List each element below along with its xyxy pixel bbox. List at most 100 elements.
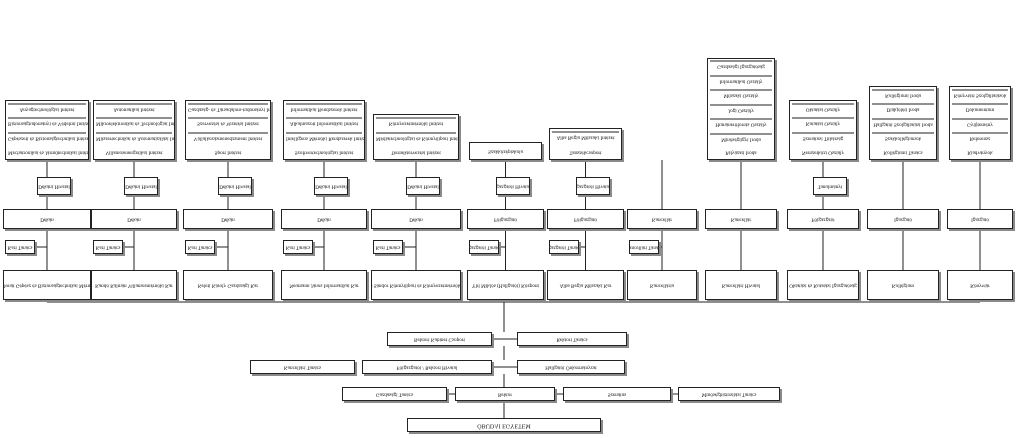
- gazdasagi-tanacs-box: Gazdasági Tanács: [342, 387, 447, 401]
- council-box: Igazgatói Tanács: [469, 240, 499, 254]
- institutes-box-text: Gazdaság- és Társadalom-tudományi Intéze…: [188, 103, 270, 114]
- dean-box-text: Dékán: [409, 216, 423, 223]
- institutes-box-text: Kollégiumi Iroda: [872, 89, 934, 100]
- institutes-box-text: Gépészeti és Biztonságtechnikai Intézet: [8, 133, 88, 143]
- faculty-box-text: Kancellári Hivatal: [721, 282, 761, 289]
- institutes-box-text: Diákjóléti Iroda: [872, 104, 934, 114]
- institutes-box-text: Humánerőforrás Osztály: [710, 119, 772, 129]
- institutes-box-text: Szakközépiskola: [488, 148, 523, 155]
- faculty-box: Rejtő Sándor Könnyűipari és Környezetmér…: [371, 270, 461, 300]
- office-box: Dékáni Hivatal: [406, 177, 440, 195]
- dean-box-text: Igazgató: [894, 216, 912, 223]
- office-box-text: Dékáni Hivatal: [38, 183, 70, 190]
- dean-box: Dékán: [183, 209, 273, 229]
- institutes-box-text: Jogi Osztály: [710, 104, 772, 115]
- institutes-box-text: Automatikai Intézet: [96, 103, 172, 114]
- dean-box-text: Kancellár: [651, 216, 673, 223]
- dean-box: Igazgató: [867, 209, 939, 229]
- office-box-text: Dékáni Hivatal: [407, 183, 439, 190]
- institutes-box-text: Villamosenergetikai Intézet: [105, 149, 163, 156]
- hallgatoi-onkormanyzat-box: Hallgatói Önkormányzat: [517, 360, 625, 374]
- institutes-box-text: Alba Regia Műszaki Intézet: [552, 132, 619, 142]
- dean-box-text: Dékán: [127, 216, 141, 223]
- institutes-box-text: Anyagtechnológiai Intézet: [8, 103, 86, 114]
- institutes-box-text: Kiadványok: [967, 149, 993, 156]
- institutes-box-text: Gazdasági Igazgatóság: [710, 61, 772, 71]
- dean-box: Főigazgató: [787, 209, 859, 229]
- faculty-box-text: Kancellária: [650, 282, 674, 289]
- institutes-box-text: Könyvtári Szolgáltatások: [952, 89, 1008, 100]
- institutes-box-text: Szakkollégiumok: [872, 133, 934, 143]
- office-box-text: Tanulmányi: [817, 183, 843, 190]
- institutes-box-text: Informatikai Rendszerek Intézet: [286, 103, 362, 114]
- faculty-box: Kancellári Hivatal: [705, 270, 777, 300]
- institutes-box-text: Referensz: [952, 133, 1008, 143]
- faculty-box-text: Könyvtár: [970, 282, 990, 289]
- dean-box: Kancellár: [627, 209, 697, 229]
- institutes-box: Szakközépiskola: [469, 142, 542, 160]
- institutes-box-text: Környezetmérnöki Intézet: [376, 117, 456, 128]
- dean-box-text: Igazgató: [971, 216, 989, 223]
- institutes-box-text: Alkalmazott Informatikai Intézet: [286, 118, 362, 128]
- office-box-text: Dékáni Hivatal: [315, 183, 347, 190]
- institutes-box-text: Műszaki Osztály: [710, 90, 772, 100]
- institutes-box-text: Kollégiumi Tanács: [883, 149, 923, 156]
- dean-box-text: Főigazgató: [573, 216, 598, 223]
- faculty-box: Keleti Károly Gazdasági Kar: [183, 270, 273, 300]
- institutes-box-text: Minőségügyi Iroda: [710, 133, 772, 144]
- dean-box: Dékán: [281, 209, 367, 229]
- root-box: ÓBUDAI EGYETEM: [407, 418, 601, 432]
- institutes-box-text: Gyűjtemény: [952, 118, 1008, 129]
- rektori-tanacs-box: Rektori Tanács: [517, 332, 627, 346]
- faculty-box: Kancellária: [627, 270, 697, 300]
- institutes-box-text: Médiatechnológiai és Könnyűipari Intézet: [376, 132, 458, 143]
- kancellari-tanacs-box: Kancellári Tanács: [250, 360, 355, 374]
- council-box: Kari Tanács: [373, 240, 403, 254]
- dean-box-text: Dékán: [317, 216, 331, 223]
- institutes-box-text: Szervezési és Vezetési Intézet: [188, 118, 268, 128]
- council-box: Kari Tanács: [185, 240, 215, 254]
- dean-box: Főigazgató: [547, 209, 624, 229]
- institutes-box-text: Szenátusi Titkárság: [792, 133, 854, 143]
- institutes-box-text: Oktatási Osztály: [792, 103, 854, 114]
- faculty-box-text: Bánki Donát Gépész és Biztonságtechnikai…: [3, 282, 91, 289]
- dean-box: Igazgató: [947, 209, 1013, 229]
- office-box-text: Igazgatói Hivatal: [495, 183, 530, 190]
- faculty-box: Bánki Donát Gépész és Biztonságtechnikai…: [3, 270, 91, 300]
- council-box-text: Kari Tanács: [7, 244, 33, 251]
- council-box-text: Kancellári Tanács: [629, 244, 659, 251]
- dean-box: Kancellár: [705, 209, 777, 229]
- faculty-box: Ybl Miklós (Hallgatói) Központ: [467, 270, 544, 300]
- dean-box: Főigazgató: [467, 209, 544, 229]
- office-box: Tanulmányi: [813, 177, 847, 195]
- council-box-text: Kari Tanács: [375, 244, 401, 251]
- szenatus-box: Szenátus: [563, 387, 671, 401]
- faculty-box-text: Oktatási és Kutatási Igazgatóság: [789, 282, 857, 289]
- dean-box: Dékán: [91, 209, 177, 229]
- faculty-box-text: Kollégium: [891, 282, 915, 289]
- dean-box: Dékán: [371, 209, 461, 229]
- office-box: Dékáni Hivatal: [218, 177, 252, 195]
- faculty-box-text: Neumann János Informatikai Kar: [289, 282, 359, 289]
- faculty-box: Neumann János Informatikai Kar: [281, 270, 367, 300]
- council-box-text: Igazgatói Tanács: [550, 244, 578, 251]
- institutes-box-text: Vállalkozásmenedzsment Intézet: [188, 133, 268, 143]
- institutes-box-text: Sport Intézet: [214, 149, 242, 156]
- faculty-box-text: Alba Regia Műszaki Kar: [559, 282, 612, 289]
- dean-box-text: Dékán: [40, 216, 54, 223]
- council-box-text: Kari Tanács: [285, 244, 311, 251]
- dean-box-text: Főigazgató: [493, 216, 518, 223]
- office-box-text: Dékáni Hivatal: [125, 183, 157, 190]
- faculty-box: Alba Regia Műszaki Kar: [547, 270, 624, 300]
- council-box-text: Igazgatói Tanács: [470, 244, 498, 251]
- faculty-box: Oktatási és Kutatási Igazgatóság: [787, 270, 859, 300]
- council-box: Kari Tanács: [5, 240, 35, 254]
